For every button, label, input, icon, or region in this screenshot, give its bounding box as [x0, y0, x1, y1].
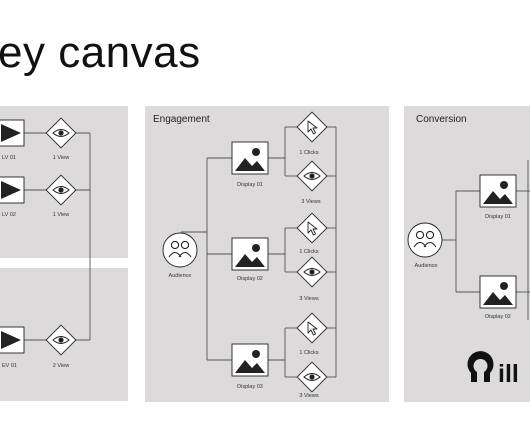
eye-icon[interactable] — [45, 174, 77, 206]
views-label: 3 Views — [299, 393, 318, 399]
display-image-icon[interactable] — [231, 237, 269, 271]
display-image-icon[interactable] — [479, 275, 517, 309]
audience-label: Audience — [169, 273, 192, 279]
page-title: ey canvas — [0, 28, 201, 77]
left-connectors — [24, 132, 91, 341]
display-label: Display 02 — [237, 276, 263, 282]
view-label: 1 View — [53, 155, 69, 161]
display-label: Display 01 — [237, 182, 263, 188]
clicks-label: 1 Clicks — [299, 249, 319, 255]
logo-mark-icon — [467, 351, 494, 382]
conversion-connectors — [442, 160, 530, 320]
view-label: 2 View — [53, 363, 69, 369]
display-image-icon[interactable] — [479, 174, 517, 208]
clicks-label: 1 Clicks — [299, 350, 319, 356]
eye-icon[interactable] — [296, 361, 328, 393]
play-icon[interactable] — [0, 176, 25, 204]
display-image-icon[interactable] — [231, 343, 269, 377]
eye-icon[interactable] — [296, 256, 328, 288]
view-label: 1 View — [53, 212, 69, 218]
brand-logo: ill — [467, 351, 519, 388]
audience-icon[interactable] — [407, 222, 443, 258]
display-label: Display 02 — [485, 314, 511, 320]
eye-icon[interactable] — [45, 117, 77, 149]
conversion-panel-label: Conversion — [416, 114, 467, 125]
node-label: LV 01 — [2, 155, 16, 161]
engagement-panel-label: Engagement — [153, 114, 210, 125]
display-image-icon[interactable] — [231, 141, 269, 175]
play-icon[interactable] — [0, 119, 25, 147]
play-icon[interactable] — [0, 326, 25, 354]
eye-icon[interactable] — [45, 324, 77, 356]
audience-icon[interactable] — [162, 232, 198, 268]
clicks-label: 1 Clicks — [299, 150, 319, 156]
cursor-icon[interactable] — [296, 212, 328, 244]
engagement-connectors — [181, 126, 337, 378]
display-label: Display 01 — [485, 214, 511, 220]
views-label: 3 Views — [301, 199, 320, 205]
cursor-icon[interactable] — [296, 312, 328, 344]
views-label: 3 Views — [299, 296, 318, 302]
node-label: LV 02 — [2, 212, 16, 218]
node-label: EV 01 — [2, 363, 17, 369]
logo-text: ill — [498, 360, 519, 388]
eye-icon[interactable] — [296, 160, 328, 192]
cursor-icon[interactable] — [296, 111, 328, 143]
audience-label: Audience — [415, 263, 438, 269]
display-label: Display 03 — [237, 384, 263, 390]
